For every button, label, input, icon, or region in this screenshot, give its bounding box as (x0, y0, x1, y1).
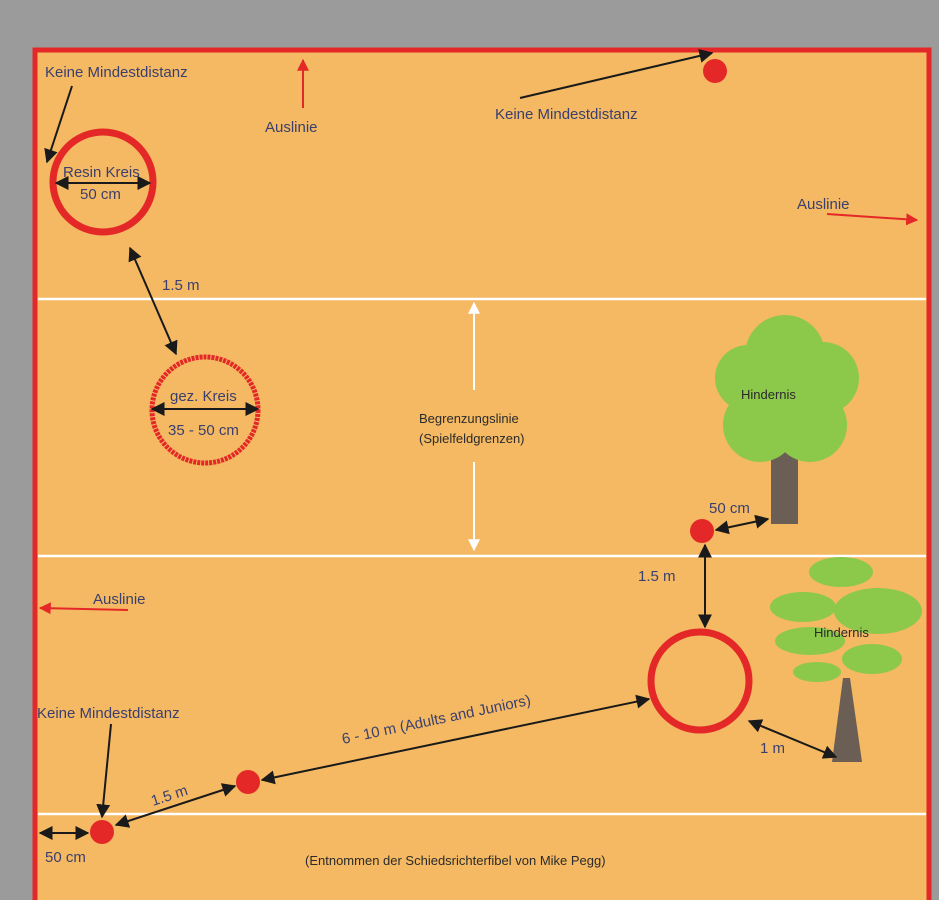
label-begrenzung-1: Begrenzungslinie (419, 411, 519, 426)
target-circle (647, 628, 753, 734)
arrow-icon (747, 719, 838, 759)
resin-circle (49, 128, 157, 236)
arrow-icon (260, 694, 651, 785)
label-drawn-kreis: gez. Kreis (170, 388, 237, 405)
field-border (32, 47, 932, 900)
arrow-icon (714, 514, 770, 535)
peg-dot (690, 519, 714, 543)
arrow-icon (519, 49, 714, 99)
arrow-icon (44, 85, 73, 164)
peg-dot (236, 770, 260, 794)
label-resin-size: 50 cm (80, 186, 121, 203)
auslinie-left-arrow-icon (38, 602, 129, 615)
label-resin-kreis: Resin Kreis (63, 164, 140, 181)
label-begrenzung-2: (Spielfeldgrenzen) (419, 431, 525, 446)
label-auslinie-left: Auslinie (93, 591, 146, 608)
label-dist-tree-top: 50 cm (709, 500, 750, 517)
label-hindernis-bottom: Hindernis (814, 625, 869, 640)
peg-dot (703, 59, 727, 83)
label-auslinie-right: Auslinie (797, 196, 850, 213)
label-dist-bottom-edge: 50 cm (45, 849, 86, 866)
label-keine-top-center: Keine Mindestdistanz (495, 106, 638, 123)
arrow-icon (96, 723, 112, 819)
source-caption: (Entnommen der Schiedsrichterfibel von M… (305, 853, 606, 868)
label-dist-peg-circle: 1.5 m (638, 568, 676, 585)
label-dist-circle-tree: 1 m (760, 740, 785, 757)
label-hindernis-top: Hindernis (741, 387, 796, 402)
peg-dot (90, 820, 114, 844)
label-auslinie-top: Auslinie (265, 119, 318, 136)
arrow-icon (128, 246, 178, 356)
tree-icon (715, 315, 859, 524)
bush-icon (770, 557, 922, 762)
arrow-icon (114, 783, 237, 828)
auslinie-right-arrow-icon (826, 213, 919, 226)
label-keine-top-left: Keine Mindestdistanz (45, 64, 188, 81)
label-dist-resin-drawn: 1.5 m (162, 277, 200, 294)
label-drawn-size: 35 - 50 cm (168, 422, 239, 439)
label-keine-bottom-left: Keine Mindestdistanz (37, 705, 180, 722)
